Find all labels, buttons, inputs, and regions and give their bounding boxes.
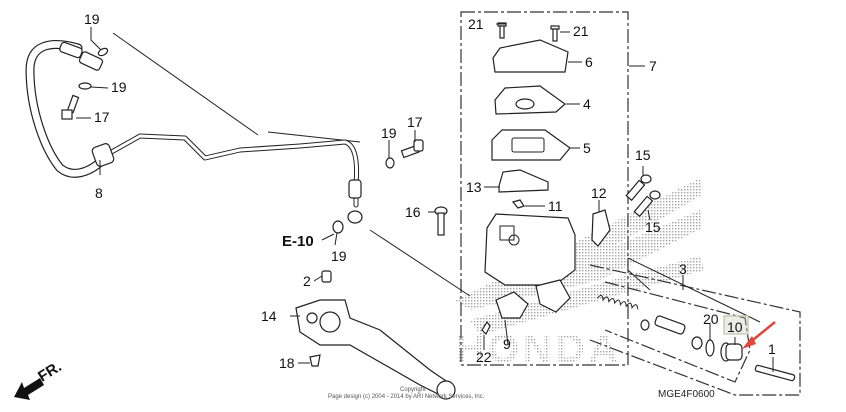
holder-12 [591,209,611,247]
bushing-2 [321,270,332,283]
callout-19: 19 [111,79,127,95]
callout-17: 17 [407,114,423,130]
callout-19: 19 [331,248,347,264]
leader-line [369,229,471,297]
reference-arrow [321,233,335,241]
watermark-text: HONDA [455,327,622,371]
washer-19 [78,82,92,90]
callout-10: 10 [727,319,743,335]
bolt-15 [625,174,652,202]
callout-1: 1 [768,341,776,357]
leader-line [627,257,761,323]
callout-8: 8 [95,185,103,201]
callout-17: 17 [94,109,110,125]
clutch-hose [25,40,363,224]
plate-4-hole [515,98,535,110]
callout-21: 21 [573,23,589,39]
callout-7: 7 [649,58,657,74]
callout-22: 22 [476,349,492,365]
callout-6: 6 [585,54,593,70]
leader-line [112,32,259,136]
callout-9: 9 [503,336,511,352]
callout-5: 5 [583,140,591,156]
callout-12: 12 [591,185,607,201]
callout-19: 19 [84,11,100,27]
washer-19 [385,157,395,169]
pushrod-1 [754,364,796,382]
master-cylinder-body [481,174,661,336]
callout-15: 15 [635,147,651,163]
copyright-text: Page design (c) 2004 - 2014 by ARI Netwo… [328,394,485,400]
float-13 [498,169,549,193]
callout-3: 3 [679,261,687,277]
callout-15: 15 [645,219,661,235]
clip-11 [511,199,525,209]
switch-9 [495,291,529,319]
bolt-16 [434,206,448,236]
callout-20: 20 [703,311,719,327]
callout-11: 11 [548,198,563,214]
bolt-17 [400,139,424,159]
assembly-3-inner-box [604,281,751,383]
leader-line [627,269,651,291]
washer-19 [332,220,344,234]
copyright-label: Copyright [400,387,426,393]
bolt-17-head [61,109,73,120]
boot-10 [720,342,743,362]
callout-2: 2 [303,273,311,289]
callout-21: 21 [468,16,484,32]
callout-19: 19 [381,125,397,141]
diaphragm-5 [491,129,571,161]
nut-18 [309,354,321,367]
assembly-7-box [460,11,629,366]
screw-21 [550,25,560,42]
assembly-3-box [589,264,801,396]
callout-16: 16 [405,204,421,220]
front-direction-arrow-icon [14,378,44,400]
piston-kit [596,294,796,382]
callout-14: 14 [261,308,277,324]
clutch-lever [295,270,456,400]
reference-e10: E-10 [282,233,314,250]
callout-4: 4 [583,96,591,112]
callout-leaders [76,23,774,372]
callout-13: 13 [466,179,482,195]
screw-21 [497,22,507,39]
diagram-code: MGE4F0600 [658,389,715,400]
reservoir-cap-6 [492,39,569,73]
highlight-box [723,315,749,335]
bolt-15 [633,190,661,218]
callout-18: 18 [279,355,295,371]
circlip-20 [705,339,715,357]
red-arrow-icon [742,321,776,349]
screw-22 [481,320,491,336]
